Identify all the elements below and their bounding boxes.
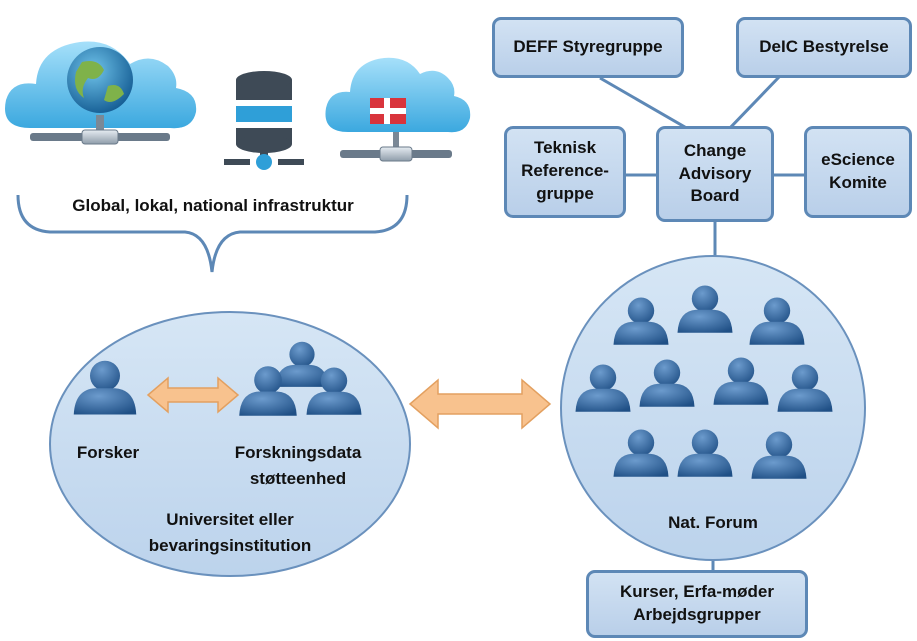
infrastructure-label: Global, lokal, national infrastruktur bbox=[72, 196, 354, 215]
database-icon bbox=[224, 71, 304, 170]
forum-caption: Nat. Forum bbox=[668, 513, 758, 532]
university-forum-arrow bbox=[408, 378, 552, 430]
researcher-support-arrow bbox=[146, 376, 240, 414]
connector-lines bbox=[599, 74, 805, 573]
danish-flag-cloud-server-icon bbox=[325, 57, 471, 162]
stotteenhed-label: Forskningsdata støtteenhed bbox=[234, 443, 362, 489]
university-caption: Universitet eller bevaringsinstitution bbox=[148, 510, 312, 556]
forsker-label: Forsker bbox=[76, 443, 140, 462]
deic-bestyrelse-box: DeIC Bestyrelse bbox=[736, 17, 912, 78]
brace-connector bbox=[16, 194, 409, 273]
globe-cloud-server-icon bbox=[5, 41, 197, 145]
change-advisory-board-box: Change Advisory Board bbox=[656, 126, 774, 222]
kurser-arbejdsgrupper-box: Kurser, Erfa-møder Arbejdsgrupper bbox=[586, 570, 808, 638]
escience-komite-box: eScience Komite bbox=[804, 126, 912, 218]
teknisk-referencegruppe-box: Teknisk Reference- gruppe bbox=[504, 126, 626, 218]
deff-styregruppe-box: DEFF Styregruppe bbox=[492, 17, 684, 78]
